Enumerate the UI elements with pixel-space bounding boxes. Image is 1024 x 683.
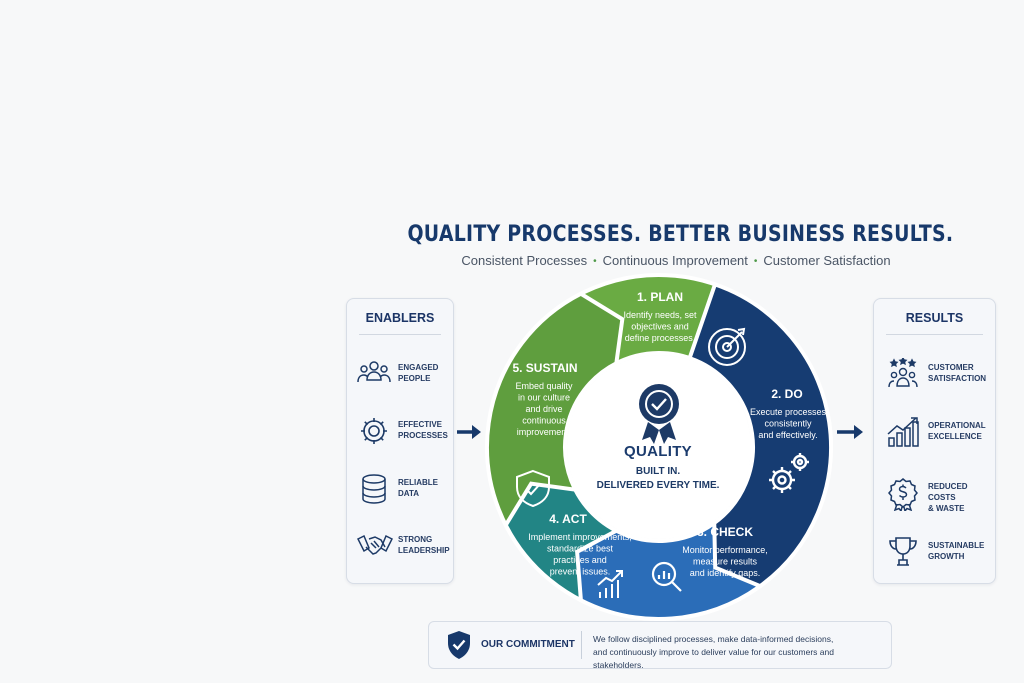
commitment-title: OUR COMMITMENT — [481, 639, 575, 650]
center-subtitle: BUILT IN.DELIVERED EVERY TIME. — [596, 466, 720, 491]
customer-stars-icon — [888, 358, 918, 388]
center-disc — [567, 355, 751, 539]
result-reduced-costs: REDUCED COSTS& WASTE — [874, 475, 995, 513]
tagline-item-improvement: Continuous Improvement — [602, 253, 748, 268]
segment-description: and effectively. — [758, 430, 817, 440]
segment-description: measure results — [693, 557, 758, 567]
trophy-icon — [889, 537, 917, 566]
segment-title: 4. ACT — [549, 512, 587, 526]
tagline-separator: • — [753, 256, 758, 267]
tagline-item-satisfaction: Customer Satisfaction — [763, 253, 891, 268]
enablers-title: ENABLERS — [365, 311, 435, 325]
people-icon — [357, 361, 391, 383]
segment-title: 5. SUSTAIN — [512, 361, 577, 375]
shield-check-icon — [516, 469, 550, 508]
growth-chart-icon — [887, 417, 919, 447]
segment-description: in our culture — [518, 393, 570, 403]
center-title: QUALITY — [624, 443, 692, 460]
gears-icon — [769, 453, 809, 493]
shield-check-icon — [448, 631, 470, 659]
database-icon — [362, 474, 386, 504]
divider — [581, 631, 582, 659]
handshake-icon — [357, 534, 393, 555]
arrow-right-icon — [837, 425, 863, 439]
result-label: REDUCED COSTS& WASTE — [928, 482, 968, 513]
segment-description: practices and — [553, 555, 607, 565]
gear-icon — [361, 418, 387, 444]
divider — [359, 334, 441, 335]
target-icon — [708, 327, 746, 366]
dollar-badge-icon — [888, 478, 918, 511]
tagline: Consistent Processes • Continuous Improvem… — [0, 253, 1024, 268]
tagline-separator: • — [593, 256, 597, 267]
segment-title: 1. PLAN — [637, 290, 683, 304]
divider — [886, 334, 983, 335]
segment-description: define processes. — [625, 333, 696, 343]
segment-description: and identify gaps. — [690, 568, 761, 578]
segment-description: Embed quality — [515, 381, 573, 391]
segment-description: Implement improvements, — [528, 532, 632, 542]
tagline-item-processes: Consistent Processes — [461, 253, 588, 268]
commitment-banner: OUR COMMITMENT We follow disciplined pro… — [428, 621, 892, 670]
commitment-text: We follow disciplined processes, make da… — [593, 634, 834, 670]
cycle-segment-1 — [687, 281, 833, 589]
trend-chart-icon — [597, 570, 623, 598]
results-title: RESULTS — [905, 311, 964, 325]
segment-title: 2. DO — [771, 387, 802, 401]
segment-description: objectives and — [631, 322, 689, 332]
segment-description: improvement. — [517, 427, 572, 437]
segment-title: 3. CHECK — [697, 525, 753, 539]
award-badge-icon — [639, 384, 679, 444]
arrow-right-icon — [457, 425, 481, 439]
page-title: QUALITY PROCESSES. BETTER BUSINESS RESUL… — [407, 222, 953, 247]
segment-description: and drive — [525, 404, 562, 414]
magnifier-chart-icon — [651, 561, 682, 592]
segment-description: Monitor performance, — [682, 545, 768, 555]
segment-description: continuous — [522, 416, 566, 426]
segment-description: Execute processes — [750, 407, 827, 417]
segment-description: prevent issues. — [550, 567, 611, 577]
segment-description: Identify needs, set — [623, 310, 697, 320]
segment-description: standardize best — [547, 544, 614, 554]
segment-description: consistently — [764, 419, 812, 429]
